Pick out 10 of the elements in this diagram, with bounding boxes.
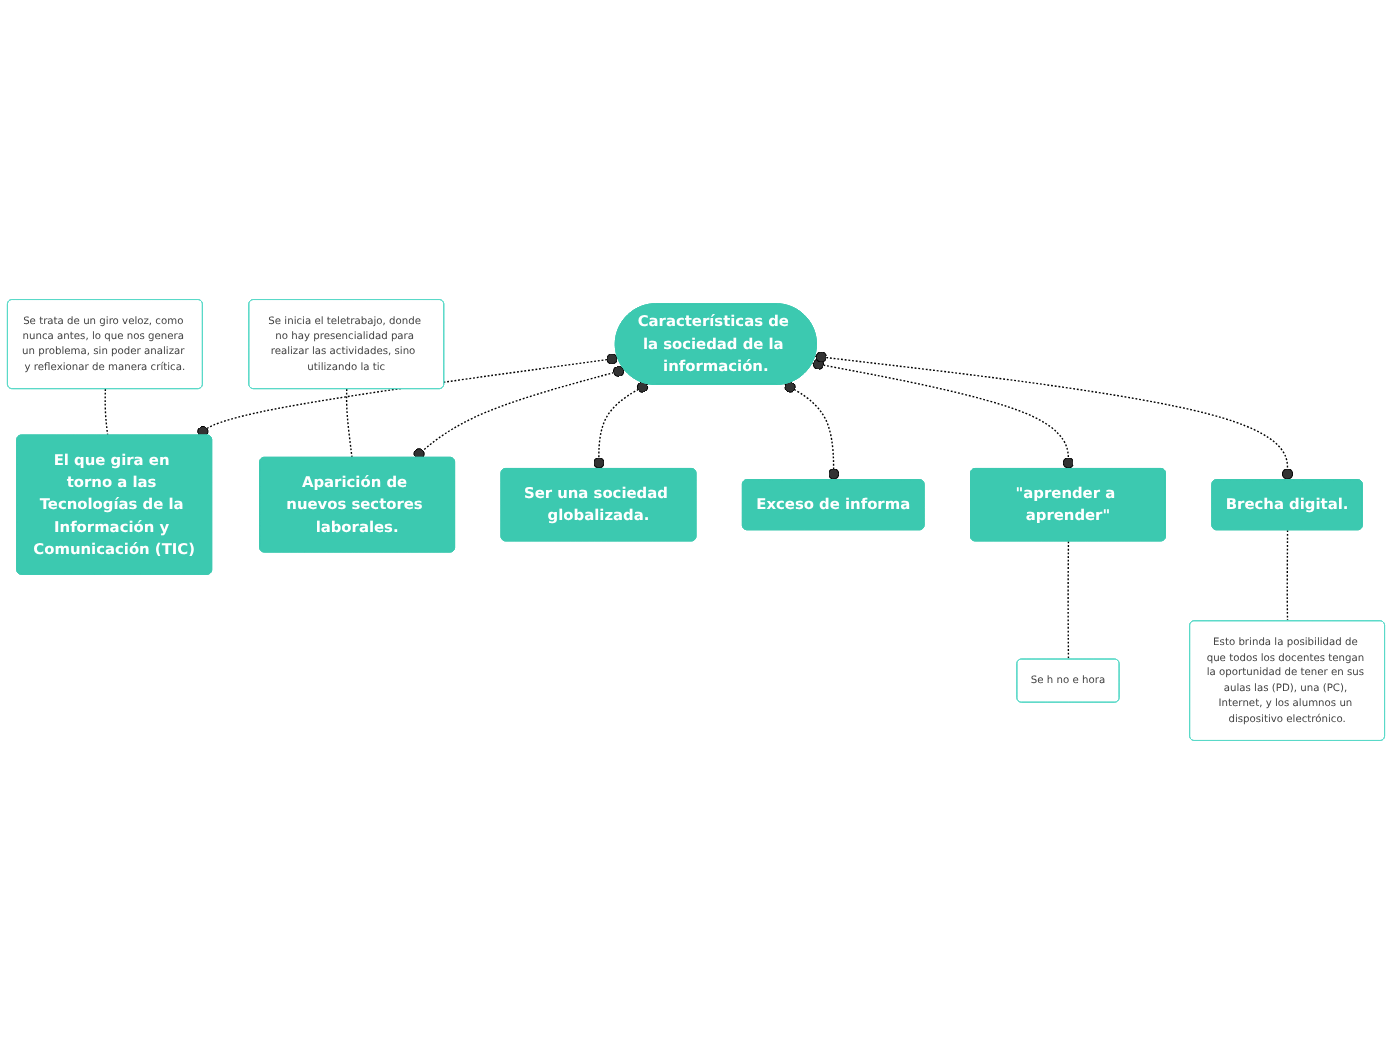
connector xyxy=(1286,529,1289,622)
connector xyxy=(811,358,1074,470)
connector xyxy=(1067,540,1070,661)
connector xyxy=(413,365,626,460)
connector xyxy=(814,351,1294,481)
connector xyxy=(197,353,619,438)
connector xyxy=(784,381,840,481)
connector xyxy=(345,388,353,459)
connector xyxy=(104,388,109,437)
connector xyxy=(593,381,649,470)
